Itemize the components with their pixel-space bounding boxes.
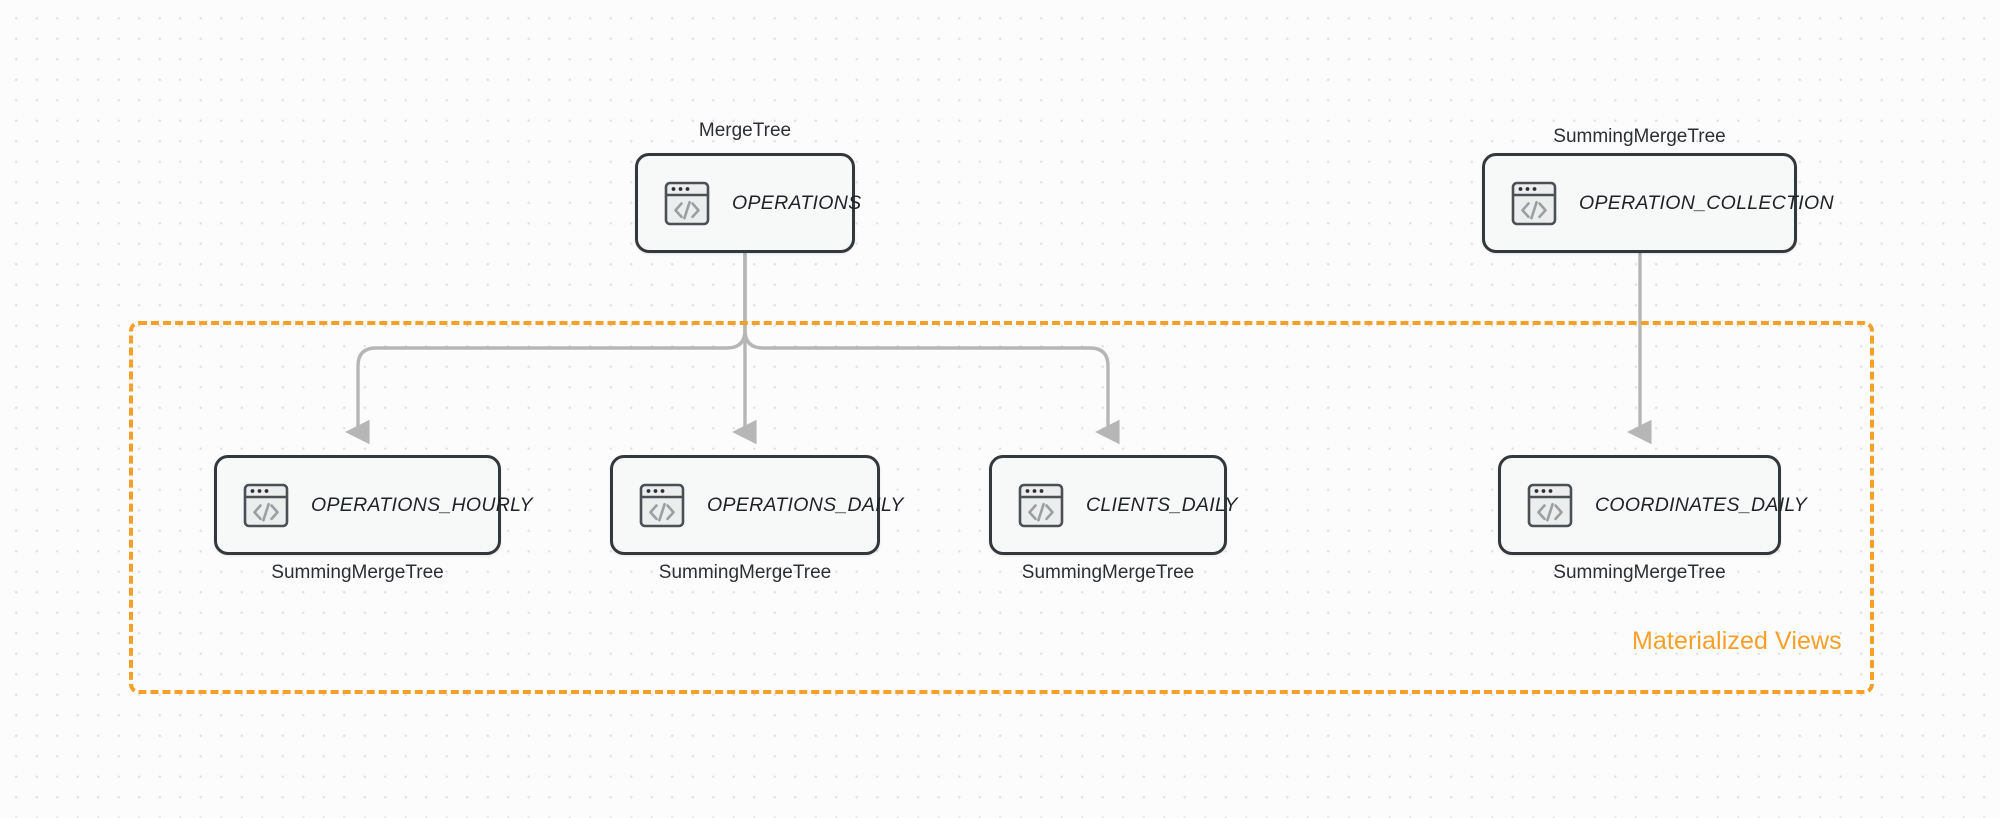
materialized-views-group-label: Materialized Views: [1632, 627, 1842, 655]
node-label-operations: OPERATIONS: [732, 191, 862, 214]
code-window-icon: [639, 483, 685, 527]
code-window-icon: [1511, 181, 1557, 225]
node-operations[interactable]: OPERATIONS: [635, 153, 861, 253]
node-operations-hourly[interactable]: OPERATIONS_HOURLY: [214, 455, 533, 555]
node-operation-collection[interactable]: OPERATION_COLLECTION: [1482, 153, 1834, 253]
node-label-operations-daily: OPERATIONS_DAILY: [707, 493, 904, 516]
node-title-operations-hourly: SummingMergeTree: [271, 562, 444, 583]
code-window-icon: [243, 483, 289, 527]
node-operations-daily[interactable]: OPERATIONS_DAILY: [610, 455, 903, 555]
code-window-icon: [664, 181, 710, 225]
node-title-operations-daily: SummingMergeTree: [658, 562, 832, 583]
node-title-clients-daily: SummingMergeTree: [1021, 562, 1195, 583]
node-label-operations-hourly: OPERATIONS_HOURLY: [311, 493, 533, 516]
node-title-coordinates-daily: SummingMergeTree: [1553, 562, 1726, 583]
node-coordinates-daily[interactable]: COORDINATES_DAILY: [1498, 455, 1807, 555]
code-window-icon: [1527, 483, 1573, 527]
code-window-icon: [1018, 483, 1064, 527]
node-label-operation-collection: OPERATION_COLLECTION: [1579, 191, 1834, 214]
node-title-operations: MergeTree: [698, 120, 792, 141]
node-clients-daily[interactable]: CLIENTS_DAILY: [989, 455, 1237, 555]
materialized-views-group: [129, 321, 1874, 694]
node-label-coordinates-daily: COORDINATES_DAILY: [1595, 493, 1808, 516]
node-title-operation-collection: SummingMergeTree: [1553, 126, 1726, 147]
node-label-clients-daily: CLIENTS_DAILY: [1086, 493, 1238, 516]
